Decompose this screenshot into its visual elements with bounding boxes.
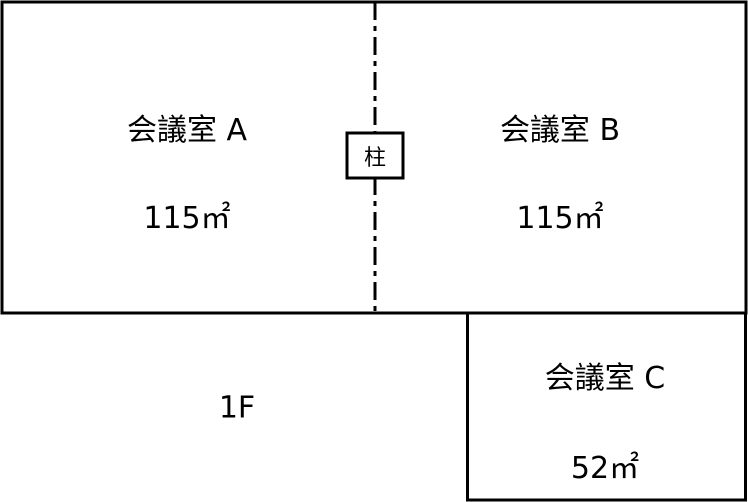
room-b-area: 115㎡ — [516, 201, 604, 236]
room-c-name: 会議室 C — [544, 361, 666, 396]
room-b-name: 会議室 B — [499, 113, 621, 148]
room-a-area: 115㎡ — [143, 201, 231, 236]
room-a-name: 会議室 A — [126, 113, 248, 148]
pillar-box — [345, 131, 405, 180]
floor-label: 1F — [218, 390, 256, 426]
pillar-label: 柱 — [363, 145, 386, 171]
room-c-outline — [466, 311, 747, 502]
room-c-area: 52㎡ — [570, 451, 640, 486]
